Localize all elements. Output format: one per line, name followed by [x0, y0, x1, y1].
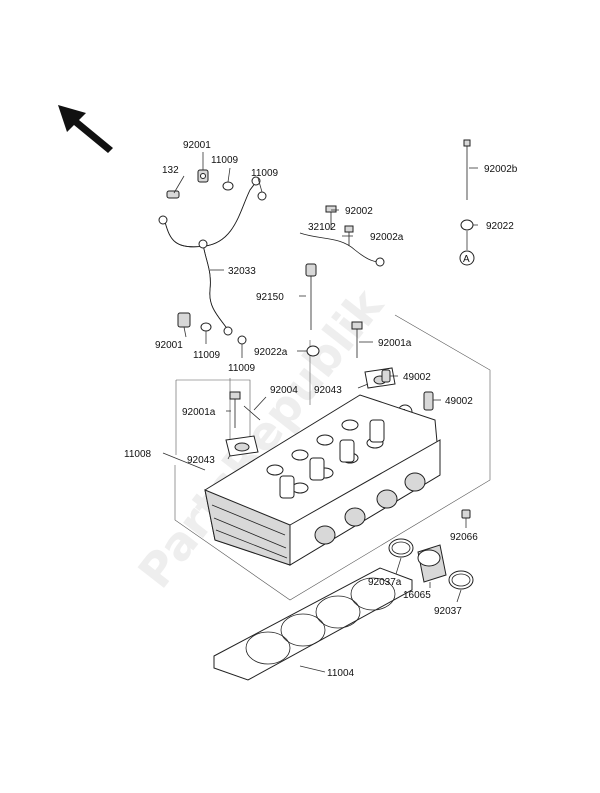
label-11009-mid: 11009: [193, 350, 221, 361]
bolt-132: [166, 190, 180, 199]
washer-92022: [460, 219, 474, 231]
ref-marker-a-top: A: [459, 231, 475, 266]
label-92002a: 92002a: [370, 232, 404, 243]
label-92066: 92066: [450, 532, 478, 543]
label-92150: 92150: [256, 292, 284, 303]
label-16065: 16065: [403, 590, 431, 601]
label-92037: 92037: [434, 606, 462, 617]
dowel-49002-a: [381, 369, 391, 383]
label-132: 132: [162, 165, 179, 176]
cylinder-head-11008: [204, 394, 441, 566]
label-92001-top: 92001: [183, 140, 211, 151]
bolt-92002a: [344, 225, 354, 246]
washer-11009-mid: [200, 322, 212, 332]
clamp-92037: [448, 570, 474, 590]
label-92022: 92022: [486, 221, 514, 232]
part-labels: 92001 132 11009 11009 32033 92001 11009 …: [124, 140, 518, 679]
banjo-bolt-92001-mid: [177, 312, 191, 328]
label-11008: 11008: [124, 449, 152, 460]
label-92001a-left: 92001a: [182, 407, 216, 418]
washer-11009-top-b: [257, 191, 267, 201]
label-11004: 11004: [327, 668, 355, 679]
washer-11009-top-a: [222, 181, 234, 191]
label-92004: 92004: [270, 385, 298, 396]
clamp-92037a: [388, 538, 414, 558]
pipe-32102: [299, 232, 385, 267]
dowel-49002-b: [423, 391, 434, 411]
stud-92004: [243, 405, 261, 421]
holder-16065: [417, 544, 447, 583]
label-92001-mid: 92001: [155, 340, 183, 351]
label-92043-right: 92043: [314, 385, 342, 396]
stud-92002b: [463, 139, 471, 200]
head-gasket-11004: [213, 567, 413, 681]
bolt-92001a-left: [229, 391, 241, 428]
label-92037a: 92037a: [368, 577, 402, 588]
camshaft-cap-92043-left: [225, 435, 259, 457]
oil-pipe-32033: [158, 176, 261, 336]
label-32033: 32033: [228, 266, 256, 277]
plug-92066: [461, 509, 471, 519]
leader-lines: [162, 152, 478, 673]
label-11009-top-b: 11009: [251, 168, 279, 179]
label-49002-b: 49002: [445, 396, 473, 407]
label-32102: 32102: [308, 222, 336, 233]
label-92002: 92002: [345, 206, 373, 217]
bolt-92002: [325, 205, 337, 230]
label-11009-low: 11009: [228, 363, 256, 374]
label-92001a-right: 92001a: [378, 338, 412, 349]
label-92002b: 92002b: [484, 164, 518, 175]
bolt-92001a-right: [351, 321, 363, 358]
label-92043-left: 92043: [187, 455, 215, 466]
label-49002-a: 49002: [403, 372, 431, 383]
spark-plug-92150: [305, 263, 317, 330]
front-direction-arrow-icon: [58, 105, 113, 153]
label-92022a: 92022a: [254, 347, 288, 358]
ref-marker-a-top-label: A: [463, 254, 470, 265]
washer-92022a: [306, 345, 320, 357]
label-11009-top-a: 11009: [211, 155, 239, 166]
washer-11009-low: [237, 335, 247, 345]
banjo-bolt-92001-top: [197, 169, 209, 183]
